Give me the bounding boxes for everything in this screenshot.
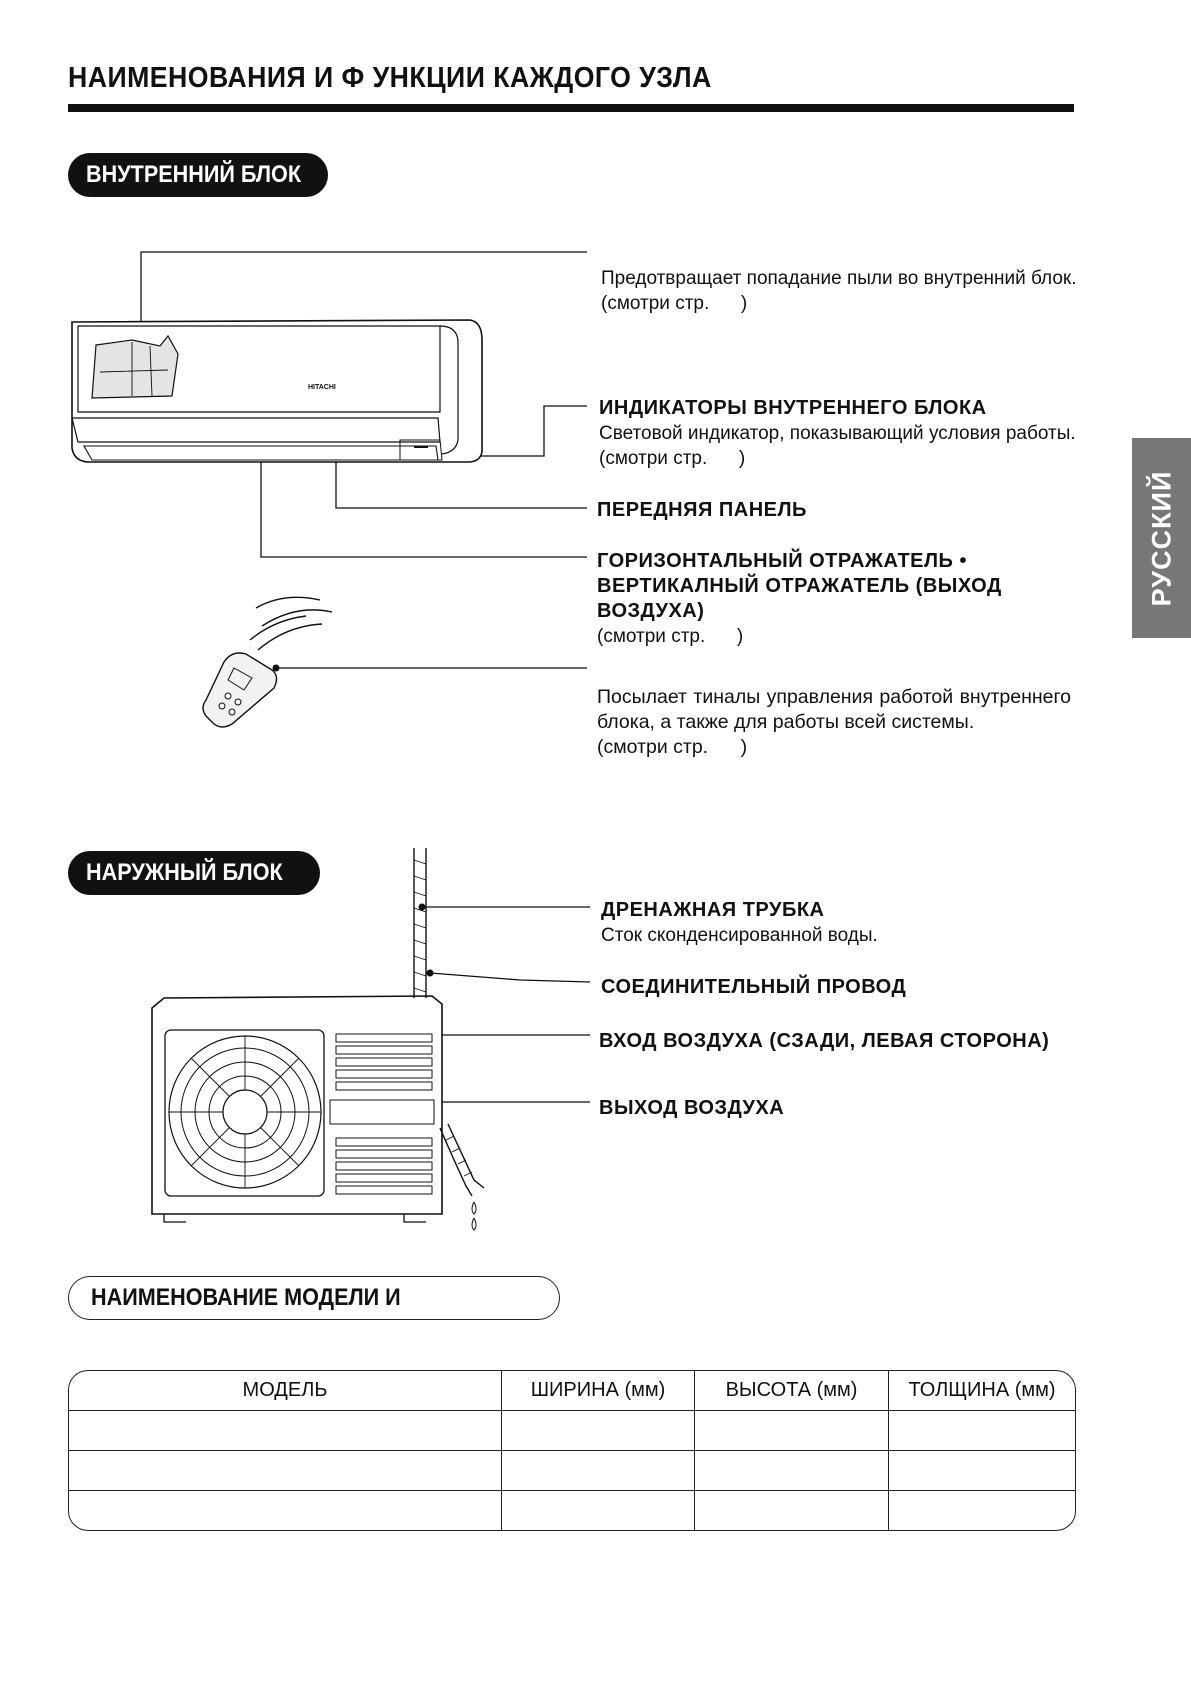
leader-deflector — [260, 452, 587, 558]
indicators-title: ИНДИКАТОРЫ ВНУТРЕННЕГО БЛОКА — [599, 397, 987, 419]
remote-drawing — [202, 596, 333, 728]
air-in-title: ВХОД ВОЗДУХА (СЗАДИ, ЛЕВАЯ СТОРОНА) — [599, 1030, 1050, 1052]
table-cell — [695, 1451, 889, 1491]
front-panel-title: ПЕРЕДНЯЯ ПАНЕЛЬ — [597, 499, 807, 521]
deflector-label: ГОРИЗОНТАЛЬНЫЙ ОТРАЖАТЕЛЬ • ВЕРТИКАЛНЫЙ … — [597, 549, 1037, 649]
wire-title: СОЕДИНИТЕЛЬНЫЙ ПРОВОД — [601, 976, 907, 998]
table-cell — [502, 1411, 695, 1451]
col-depth: ТОЛЩИНА (мм) — [889, 1371, 1075, 1411]
wire-label: СОЕДИНИТЕЛЬНЫЙ ПРОВОД — [601, 975, 1061, 1000]
table-row — [69, 1451, 1075, 1491]
leader-wire — [429, 972, 591, 983]
indoor-unit-drawing — [71, 319, 483, 463]
table-cell — [69, 1451, 502, 1491]
table-cell — [695, 1411, 889, 1451]
col-model: МОДЕЛЬ — [69, 1371, 502, 1411]
model-section-title: НАИМЕНОВАНИЕ МОДЕЛИ И — [68, 1276, 560, 1320]
table-cell — [69, 1491, 502, 1530]
indoor-section-title: ВНУТРЕННИЙ БЛОК — [68, 153, 328, 197]
drain-desc: Сток сконденсированной воды. — [601, 925, 878, 946]
air-out-label: ВЫХОД ВОЗДУХА — [599, 1096, 1059, 1121]
outdoor-section-title-text: НАРУЖНЫЙ БЛОК — [86, 859, 283, 886]
remote-ref: (смотри стр. ) — [597, 736, 748, 758]
air-in-label: ВХОД ВОЗДУХА (СЗАДИ, ЛЕВАЯ СТОРОНА) — [599, 1029, 1079, 1054]
deflector-title: ГОРИЗОНТАЛЬНЫЙ ОТРАЖАТЕЛЬ • ВЕРТИКАЛНЫЙ … — [597, 550, 1002, 622]
drain-title: ДРЕНАЖНАЯ ТРУБКА — [601, 899, 825, 921]
col-height: ВЫСОТА (мм) — [695, 1371, 889, 1411]
table-cell — [889, 1451, 1075, 1491]
table-row — [69, 1411, 1075, 1451]
leader-indicators — [446, 405, 587, 457]
indoor-section-title-text: ВНУТРЕННИЙ БЛОК — [86, 161, 302, 188]
filter-desc: Предотвращает попадание пыли во внутренн… — [601, 268, 1077, 289]
front-panel-label: ПЕРЕДНЯЯ ПАНЕЛЬ — [597, 498, 1077, 523]
filter-label: Предотвращает попадание пыли во внутренн… — [601, 266, 1081, 316]
table-header-row: МОДЕЛЬ ШИРИНА (мм) ВЫСОТА (мм) ТОЛЩИНА (… — [69, 1371, 1075, 1411]
air-out-title: ВЫХОД ВОЗДУХА — [599, 1097, 785, 1119]
drain-label: ДРЕНАЖНАЯ ТРУБКА Сток сконденсированной … — [601, 898, 1061, 948]
indicators-label: ИНДИКАТОРЫ ВНУТРЕННЕГО БЛОКА Световой ин… — [599, 396, 1079, 471]
brand-logo-text: HITACHI — [308, 384, 336, 391]
table-cell — [69, 1411, 502, 1451]
page-title: НАИМЕНОВАНИЯ И Ф УНКЦИИ КАЖДОГО УЗЛА — [68, 62, 712, 94]
model-spec-table: МОДЕЛЬ ШИРИНА (мм) ВЫСОТА (мм) ТОЛЩИНА (… — [68, 1370, 1076, 1531]
table-cell — [695, 1491, 889, 1530]
table-cell — [889, 1411, 1075, 1451]
remote-desc: Посылает тиналы управления работой внутр… — [597, 686, 1071, 733]
col-width: ШИРИНА (мм) — [502, 1371, 695, 1411]
table-cell — [889, 1491, 1075, 1530]
title-rule — [68, 104, 1074, 112]
table-cell — [502, 1451, 695, 1491]
outdoor-unit-drawing — [151, 848, 485, 1231]
deflector-ref: (смотри стр. ) — [597, 626, 744, 647]
indicators-ref: (смотри стр. ) — [599, 448, 746, 469]
language-tab: РУССКИЙ — [1132, 438, 1191, 638]
model-section-title-text: НАИМЕНОВАНИЕ МОДЕЛИ И — [91, 1284, 401, 1311]
table-cell — [502, 1491, 695, 1530]
filter-ref: (смотри стр. ) — [601, 293, 748, 314]
remote-label: Посылает тиналы управления работой внутр… — [597, 685, 1071, 760]
indicators-desc: Световой индикатор, показывающий условия… — [599, 423, 1076, 444]
table-row — [69, 1491, 1075, 1530]
outdoor-section-title: НАРУЖНЫЙ БЛОК — [68, 851, 320, 895]
